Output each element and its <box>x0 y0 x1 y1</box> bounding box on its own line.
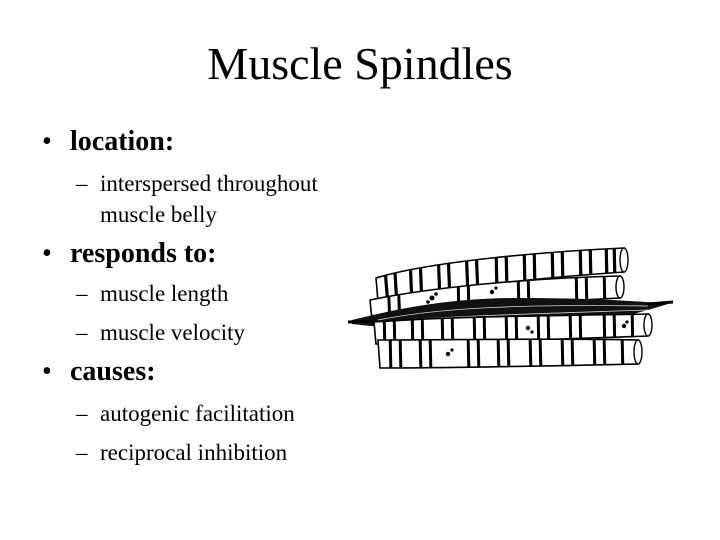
sub-dash: – <box>76 440 88 465</box>
spindle-nucleus-cluster <box>426 286 498 304</box>
subitem-text: muscle velocity <box>100 320 245 345</box>
muscle-fiber-drawing <box>347 247 674 369</box>
bullet-location: • location: <box>40 122 400 162</box>
subitem-text: reciprocal inhibition <box>100 440 288 465</box>
sub-dash: – <box>76 281 88 306</box>
bullet-causes: • causes: <box>40 352 400 392</box>
bullet-dot: • <box>42 356 52 387</box>
subitem-text: autogenic facilitation <box>100 401 295 426</box>
sub-dash: – <box>76 320 88 345</box>
bullet-responds: • responds to: <box>40 234 400 274</box>
subitem-text: interspersed throughout muscle belly <box>100 171 318 227</box>
muscle-spindle-illustration <box>347 236 674 381</box>
bullet-list: • location: – interspersed throughout mu… <box>40 122 400 468</box>
subitem-reciprocal-inhibition: – reciprocal inhibition <box>40 437 400 468</box>
sub-dash: – <box>76 401 88 426</box>
subitem-autogenic-facilitation: – autogenic facilitation <box>40 398 400 429</box>
bullet-dot: • <box>42 126 52 157</box>
subitem-text: muscle length <box>100 281 229 306</box>
bullet-label-responds: responds to: <box>70 238 217 269</box>
slide-title: Muscle Spindles <box>207 38 513 89</box>
muscle-fiber-4 <box>377 338 643 369</box>
bullet-dot: • <box>42 238 52 269</box>
sub-dash: – <box>76 171 88 196</box>
subitem-interspersed: – interspersed throughout muscle belly <box>40 168 400 230</box>
bullet-label-causes: causes: <box>70 356 156 387</box>
subitem-muscle-length: – muscle length <box>40 278 400 309</box>
bullet-label-location: location: <box>70 126 175 157</box>
subitem-muscle-velocity: – muscle velocity <box>40 317 400 348</box>
